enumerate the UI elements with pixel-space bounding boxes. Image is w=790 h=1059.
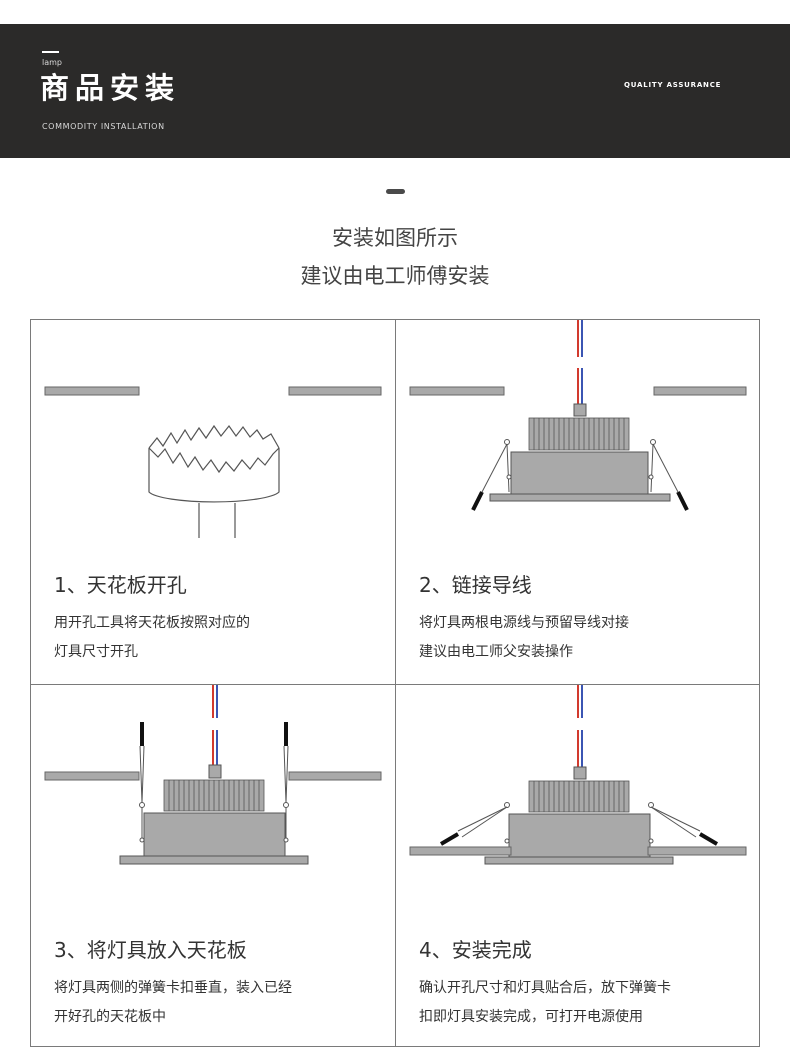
step-4-desc-line-1: 确认开孔尺寸和灯具贴合后，放下弹簧卡 <box>419 980 671 996</box>
step-2-desc-line-1: 将灯具两根电源线与预留导线对接 <box>419 615 629 631</box>
grid-divider-horizontal <box>31 684 759 685</box>
step-4-title: 4、安装完成 <box>419 938 532 962</box>
step-1-title: 1、天花板开孔 <box>54 573 187 597</box>
step-1-desc-line-2: 灯具尺寸开孔 <box>54 644 138 660</box>
step-card-1: 1、天花板开孔 用开孔工具将天花板按照对应的 灯具尺寸开孔 <box>31 320 395 684</box>
step-card-2: 2、链接导线 将灯具两根电源线与预留导线对接 建议由电工师父安装操作 <box>396 320 760 684</box>
installation-steps-grid: 1、天花板开孔 用开孔工具将天花板按照对应的 灯具尺寸开孔 <box>30 319 760 1047</box>
springs-vertical-insert-icon <box>44 685 382 865</box>
step-3-desc-line-1: 将灯具两侧的弹簧卡扣垂直，装入已经 <box>54 980 292 996</box>
header-banner: lamp 商品安装 COMMODITY INSTALLATION QUALITY… <box>0 24 790 158</box>
section-divider-pill <box>386 189 405 194</box>
step-3-description: 将灯具两侧的弹簧卡扣垂直，装入已经 开好孔的天花板中 <box>54 974 374 1032</box>
step-2-title: 2、链接导线 <box>419 573 532 597</box>
step-2-description: 将灯具两根电源线与预留导线对接 建议由电工师父安装操作 <box>419 609 739 667</box>
quality-badge: QUALITY ASSURANCE <box>624 81 722 89</box>
intro-line-2: 建议由电工师傅安装 <box>300 264 490 288</box>
wire-connection-icon <box>409 320 747 511</box>
banner-dash-decoration <box>42 51 59 53</box>
step-1-desc-line-1: 用开孔工具将天花板按照对应的 <box>54 615 250 631</box>
step-4-description: 确认开孔尺寸和灯具贴合后，放下弹簧卡 扣即灯具安装完成，可打开电源使用 <box>419 974 739 1032</box>
step-card-3: 3、将灯具放入天花板 将灯具两侧的弹簧卡扣垂直，装入已经 开好孔的天花板中 <box>31 685 395 1049</box>
step-3-title: 3、将灯具放入天花板 <box>54 938 247 962</box>
step-1-description: 用开孔工具将天花板按照对应的 灯具尺寸开孔 <box>54 609 374 667</box>
banner-small-label: lamp <box>42 58 62 67</box>
intro-line-1: 安装如图所示 <box>332 226 458 250</box>
step-2-desc-line-2: 建议由电工师父安装操作 <box>419 644 573 660</box>
page-title: 商品安装 <box>40 71 181 105</box>
step-card-4: 4、安装完成 确认开孔尺寸和灯具贴合后，放下弹簧卡 扣即灯具安装完成，可打开电源… <box>396 685 760 1049</box>
installed-light-icon <box>409 685 747 865</box>
grid-divider-vertical <box>395 320 396 1046</box>
page-subtitle: COMMODITY INSTALLATION <box>42 122 165 131</box>
ceiling-hole-cutter-icon <box>44 386 382 538</box>
step-4-desc-line-2: 扣即灯具安装完成，可打开电源使用 <box>419 1009 643 1025</box>
step-3-desc-line-2: 开好孔的天花板中 <box>54 1009 166 1025</box>
